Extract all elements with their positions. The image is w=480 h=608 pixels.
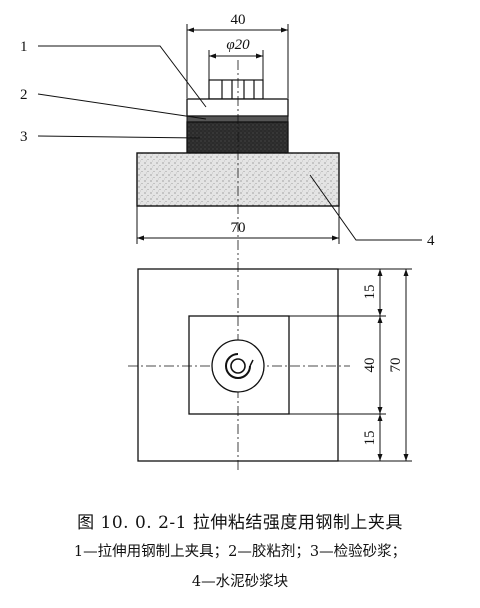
label-part-2: 2 [20, 87, 28, 103]
test-mortar-layer [186, 121, 289, 154]
dim-diameter [208, 50, 264, 80]
cement-mortar-block [136, 152, 340, 207]
dim-side-total-label: 70 [388, 358, 404, 373]
leader-lines [37, 45, 422, 241]
label-part-3: 3 [20, 129, 28, 145]
dim-top-width-label: 40 [231, 12, 246, 28]
dim-side-bottom-label: 15 [362, 431, 378, 446]
fixture-diagram: 40 φ20 70 1 2 3 4 [20, 12, 435, 470]
figure-title: 图 10. 0. 2-1 拉伸粘结强度用钢制上夹具 [77, 513, 403, 533]
dim-top-width [186, 24, 289, 98]
dim-base-width [136, 206, 340, 244]
dim-side-mid-label: 40 [362, 358, 378, 373]
figure-legend-line-2: 4—水泥砂浆块 [191, 574, 289, 590]
adhesive-layer [186, 115, 289, 123]
pull-stud [208, 79, 264, 100]
label-part-4: 4 [427, 233, 435, 249]
figure-legend-line-1: 1—拉伸用钢制上夹具；2—胶粘剂；3—检验砂浆； [73, 544, 407, 560]
plan-circles [211, 339, 265, 393]
dim-side-chain [289, 268, 412, 462]
dim-diameter-label: φ20 [226, 37, 250, 53]
plan-inner-square [188, 315, 290, 415]
label-part-1: 1 [20, 39, 28, 55]
dim-base-width-label: 70 [231, 220, 246, 236]
dim-side-top-label: 15 [362, 285, 378, 300]
